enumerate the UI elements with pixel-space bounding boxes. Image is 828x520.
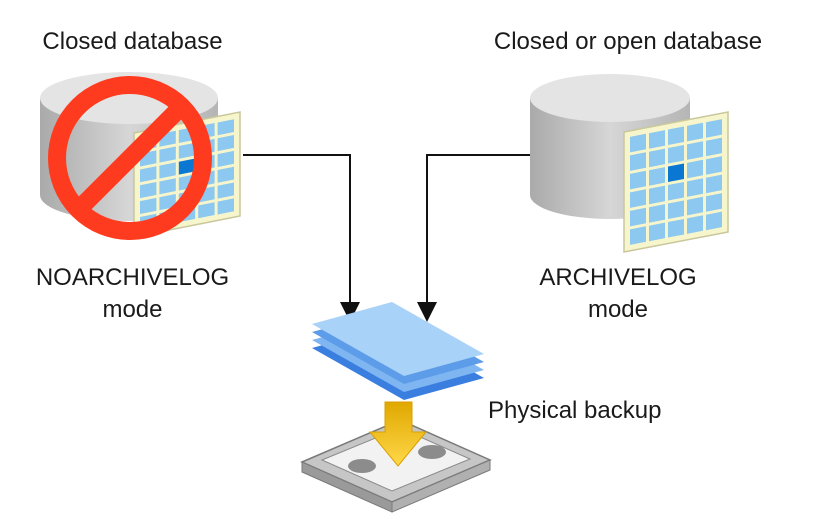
grid-cell [159,146,176,163]
grid-cell [668,144,684,164]
grid-cell [706,174,722,194]
left-connector-arrow [243,154,360,322]
grid-cell [649,185,665,205]
right-mode-line1: ARCHIVELOG [539,264,697,291]
grid-cell [159,162,176,179]
right-mode-label: ARCHIVELOG mode [520,262,716,326]
right-mode-line2: mode [587,296,649,323]
grid-cell [706,137,722,157]
grid-cell [178,142,196,159]
grid-cell [687,178,703,197]
grid-cell [668,200,684,220]
grid-cell [217,198,234,215]
grid-cell [140,182,157,199]
right-datafile-grid-icon [623,111,729,253]
grid-cell [687,122,703,142]
grid-cell [649,167,665,186]
grid-cell [178,158,196,175]
grid-cell [706,211,722,231]
grid-cell [687,141,703,160]
grid-cell [668,163,684,183]
grid-cell [217,182,234,199]
grid-cell [217,119,234,136]
grid-cell [649,148,665,168]
backup-sheets-icon [312,302,484,400]
grid-cell [140,197,157,214]
grid-cell [687,159,703,179]
grid-cell [630,207,646,227]
grid-cell [668,181,684,201]
grid-cell [687,196,703,216]
left-database-title: Closed database [42,28,223,55]
grid-cell [706,119,722,138]
grid-cell [649,204,665,223]
grid-cell [140,166,157,183]
grid-cell [668,218,684,238]
left-mode-line1: NOARCHIVELOG [35,264,230,291]
left-mode-label: NOARCHIVELOG mode [0,262,265,326]
grid-cell [649,222,665,242]
grid-cell [630,133,646,153]
grid-cell [630,152,646,171]
prohibition-icon [48,76,212,240]
grid-cell [706,156,722,175]
physical-backup-label: Physical backup [488,397,662,424]
grid-cell [649,130,665,149]
grid-cell [687,215,703,234]
grid-cell [217,135,234,152]
grid-cell [198,202,215,219]
grid-cell [159,194,176,211]
grid-cell [630,189,646,208]
left-mode-line2: mode [102,296,163,323]
grid-cell [217,166,234,183]
grid-cell [668,126,684,146]
grid-cell [630,170,646,190]
backup-down-arrow-icon [368,401,428,467]
right-database-title: Closed or open database [493,28,763,55]
grid-cell [217,150,234,167]
grid-cell [630,226,646,245]
grid-cell [706,193,722,212]
right-connector-arrow [417,154,530,322]
grid-cell [159,178,176,195]
